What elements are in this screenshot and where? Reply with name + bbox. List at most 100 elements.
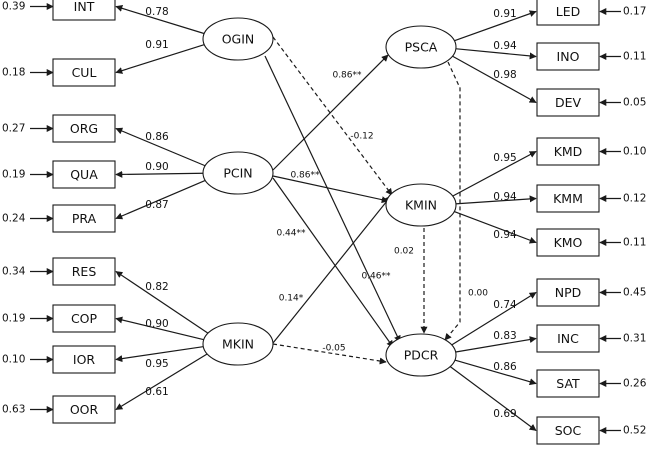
indicator-qua-box	[52, 160, 116, 189]
loading-arrow-int	[115, 5, 206, 35]
loading-arrow-inc	[454, 336, 537, 353]
error-ior-value: 0.10	[2, 354, 25, 366]
error-int-value: 0.39	[2, 1, 25, 13]
indicator-ino-box	[536, 42, 600, 71]
indicator-sat-box	[536, 369, 600, 398]
loading-arrow-ior	[115, 345, 205, 363]
construct-psca-label: PSCA	[405, 40, 438, 55]
error-org-value: 0.27	[2, 123, 25, 135]
path-ogin-pdcr-coefficient: 0.46**	[361, 272, 391, 282]
loading-led-value: 0.91	[493, 8, 516, 20]
indicator-led-box	[536, 0, 600, 26]
indicator-dev-box	[536, 88, 600, 117]
loading-arrow-sat	[454, 359, 537, 386]
loading-qua-value: 0.90	[145, 161, 168, 173]
loading-dev-value: 0.98	[493, 69, 516, 81]
path-pcin-psca-coefficient: 0.86**	[332, 71, 362, 81]
indicator-npd-label: NPD	[555, 285, 582, 300]
loading-arrow-soc	[449, 365, 537, 431]
error-res-value: 0.34	[2, 266, 26, 278]
error-kmm-value: 0.12	[623, 193, 646, 205]
path-psca-pdcr-coefficient: 0.00	[468, 289, 488, 299]
indicator-res-box	[52, 257, 116, 286]
indicator-ior-box	[52, 345, 116, 374]
loading-org-value: 0.86	[145, 131, 169, 143]
error-cul-value: 0.18	[2, 67, 25, 79]
error-ino-value: 0.11	[623, 51, 646, 63]
error-dev-value: 0.05	[623, 97, 646, 109]
path-mkin-pdcr-coefficient: -0.05	[322, 344, 345, 354]
loading-arrow-dev	[451, 55, 537, 104]
error-qua-value: 0.19	[2, 169, 25, 181]
loading-arrow-cul	[115, 43, 206, 74]
error-soc-value: 0.52	[623, 425, 646, 437]
indicator-ior-label: IOR	[73, 352, 96, 367]
indicator-ino-label: INO	[557, 49, 580, 64]
error-pra-value: 0.24	[2, 213, 26, 225]
construct-pdcr-label: PDCR	[404, 348, 439, 363]
loading-cul-value: 0.91	[145, 39, 168, 51]
loading-arrow-npd	[450, 291, 537, 346]
loading-arrow-kmm	[455, 195, 537, 205]
indicator-kmo-label: KMO	[554, 235, 583, 250]
path-pcin-kmin-coefficient: 0.86**	[290, 171, 320, 181]
indicator-org-label: ORG	[70, 121, 98, 136]
indicator-npd-box	[536, 278, 600, 307]
loading-arrow-qua	[115, 170, 204, 178]
indicator-dev-label: DEV	[555, 95, 582, 110]
indicator-cul-box	[52, 58, 116, 87]
indicator-kmo-box	[536, 228, 600, 257]
indicator-kmd-label: KMD	[554, 144, 583, 159]
edges-layer	[30, 3, 621, 434]
path-pcin-pdcr-coefficient: 0.44**	[276, 229, 306, 239]
construct-pcin-ellipse	[202, 151, 274, 195]
indicator-pra-label: PRA	[72, 211, 97, 226]
loading-kmm-value: 0.94	[493, 191, 517, 203]
loading-arrow-res	[115, 271, 209, 335]
construct-mkin-ellipse	[202, 322, 274, 366]
loading-arrow-oor	[115, 353, 209, 411]
construct-pcin-label: PCIN	[223, 166, 252, 181]
indicator-soc-box	[536, 416, 600, 445]
error-led-value: 0.17	[623, 6, 646, 18]
loading-kmd-value: 0.95	[493, 152, 516, 164]
path-mkin-pdcr-arrow	[272, 343, 387, 365]
loading-npd-value: 0.74	[493, 299, 517, 311]
path-pcin-pdcr-arrow	[272, 177, 394, 348]
indicator-int-label: INT	[74, 0, 95, 14]
loading-cop-value: 0.90	[145, 318, 168, 330]
loading-arrow-led	[453, 10, 537, 42]
path-mkin-kmin-arrow	[272, 195, 392, 344]
path-ogin-pdcr-arrow	[264, 55, 401, 343]
path-ogin-kmin-arrow	[272, 36, 393, 196]
loading-arrow-kmd	[451, 150, 537, 197]
loading-kmo-value: 0.94	[493, 229, 517, 241]
loading-res-value: 0.82	[145, 281, 168, 293]
construct-ogin-label: OGIN	[222, 32, 255, 47]
indicator-cop-box	[52, 304, 116, 333]
loading-ino-value: 0.94	[493, 40, 517, 52]
indicator-kmm-box	[536, 184, 600, 213]
loading-arrow-cop	[115, 316, 205, 341]
loading-arrow-pra	[115, 179, 207, 220]
error-inc-value: 0.31	[623, 333, 646, 345]
error-sat-value: 0.26	[623, 378, 647, 390]
path-ogin-kmin-coefficient: -0.12	[350, 132, 373, 142]
error-npd-value: 0.45	[623, 287, 646, 299]
loading-soc-value: 0.69	[493, 408, 516, 420]
loading-arrow-kmo	[453, 210, 537, 244]
construct-kmin-ellipse	[385, 183, 457, 227]
loading-arrow-org	[115, 127, 206, 167]
indicator-kmm-label: KMM	[553, 191, 583, 206]
construct-psca-ellipse	[385, 25, 457, 69]
nodes-layer: OGINPCINMKINPSCAKMINPDCRINTCULORGQUAPRAR…	[52, 0, 600, 445]
loading-oor-value: 0.61	[145, 386, 168, 398]
construct-ogin-ellipse	[202, 17, 274, 61]
loading-int-value: 0.78	[145, 6, 168, 18]
path-psca-pdcr-arrow	[444, 61, 461, 341]
indicator-inc-label: INC	[557, 331, 579, 346]
construct-mkin-label: MKIN	[222, 337, 254, 352]
indicator-res-label: RES	[72, 264, 97, 279]
error-kmd-value: 0.10	[623, 146, 646, 158]
